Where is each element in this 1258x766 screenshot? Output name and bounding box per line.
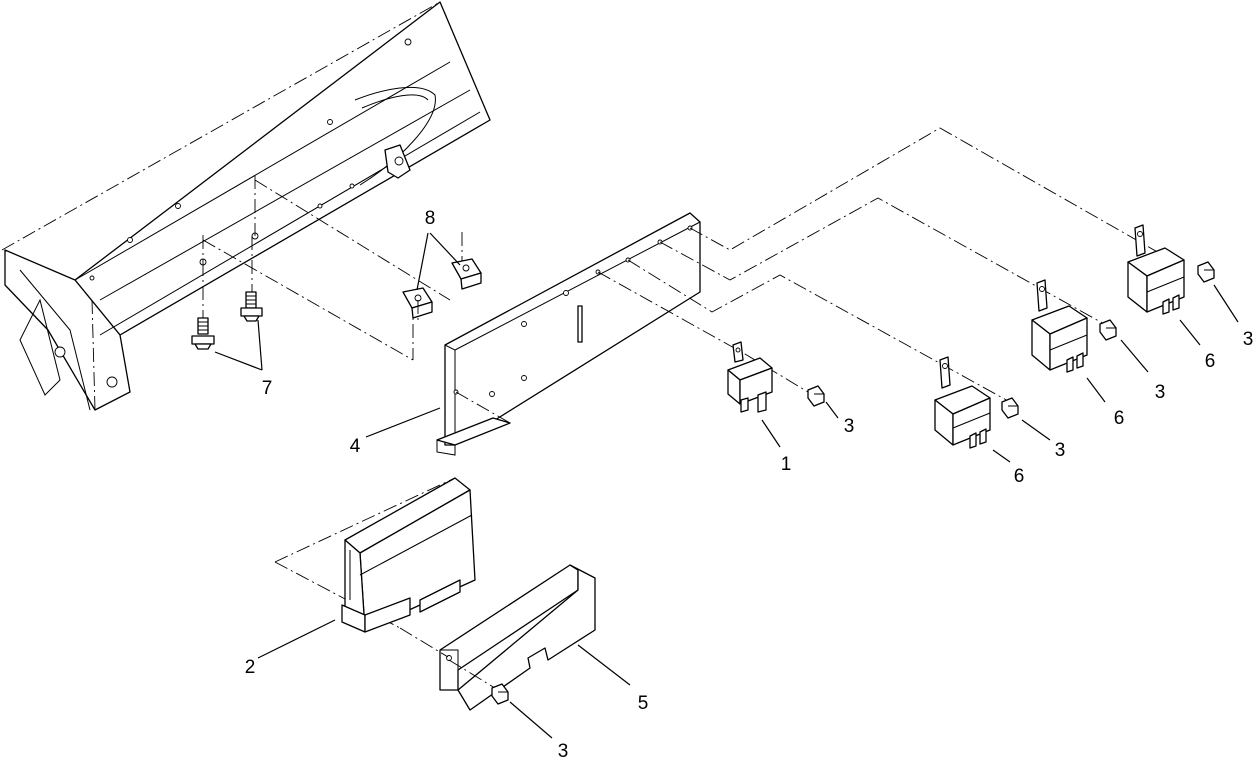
clip-nut-right <box>451 258 482 290</box>
alignment-line <box>202 239 414 361</box>
clip-nut-left <box>402 287 433 320</box>
relay-small <box>727 341 773 413</box>
leader-lines <box>214 232 1239 739</box>
callout-bolts: 7 <box>262 378 273 399</box>
mounting-plate <box>436 212 701 456</box>
relay-mid <box>1031 279 1088 373</box>
relay-left <box>934 356 991 449</box>
bolt-left <box>191 262 215 350</box>
callout-screw-relay-mid: 3 <box>1155 382 1166 403</box>
screw-relay-left <box>1001 397 1019 419</box>
controller-module <box>274 477 476 633</box>
frame-rail <box>1 1 491 411</box>
callout-screw-cover: 3 <box>558 741 569 762</box>
callout-screw-relay-right: 3 <box>1243 329 1254 350</box>
callout-relay-mid: 6 <box>1114 408 1125 429</box>
callout-screw-relay-small: 3 <box>844 416 855 437</box>
callout-controller-cover: 5 <box>638 693 649 714</box>
controller-cover <box>399 564 596 711</box>
relay-right <box>1127 224 1185 315</box>
bolt-right <box>240 236 263 322</box>
screw-relay-small <box>807 385 825 407</box>
alignment-line <box>597 271 809 393</box>
alignment-line <box>455 391 511 424</box>
callout-mounting-plate: 4 <box>350 436 361 457</box>
alignment-line <box>254 179 451 301</box>
screw-relay-right <box>1197 261 1215 283</box>
alignment-line <box>689 127 1176 263</box>
callout-relay-left: 6 <box>1014 466 1025 487</box>
screw-relay-mid <box>1099 319 1117 341</box>
callout-relay-small: 1 <box>781 454 792 475</box>
callout-relay-right: 6 <box>1205 351 1216 372</box>
callout-screw-relay-left: 3 <box>1055 440 1066 461</box>
callout-controller: 2 <box>245 657 256 678</box>
alignment-line <box>659 197 1107 326</box>
alignment-line <box>627 259 1011 403</box>
screw-cover <box>448 659 509 705</box>
callout-clip-nuts: 8 <box>425 208 436 229</box>
